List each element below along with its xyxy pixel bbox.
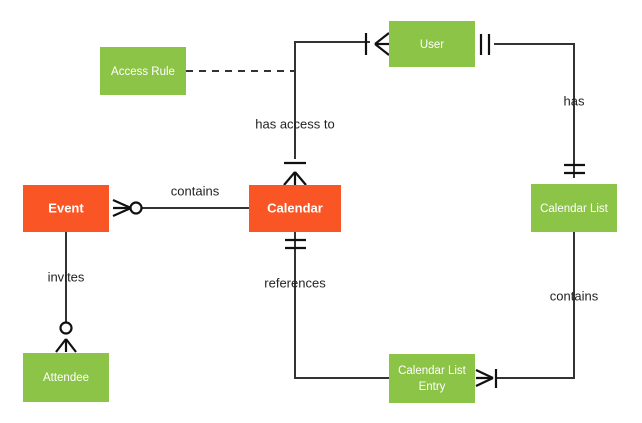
relationship-label-has-access-to: has access to xyxy=(255,116,335,131)
entity-calendar-list-label: Calendar List xyxy=(540,203,609,215)
entity-calendar-list-box[interactable] xyxy=(531,184,617,232)
entity-access-rule-label: Access Rule xyxy=(111,66,175,78)
entity-access-rule-box[interactable] xyxy=(100,47,186,95)
entity-calendar-list-entry-label-line1: Calendar List xyxy=(398,365,467,377)
notation-event-contains xyxy=(112,198,143,218)
entity-attendee-label: Attendee xyxy=(43,372,89,384)
notation-user-has xyxy=(479,34,491,55)
notation-user-has-access-to xyxy=(364,32,390,56)
entity-calendar-list[interactable]: Calendar List xyxy=(531,184,617,232)
entity-attendee-box[interactable] xyxy=(23,353,109,402)
relationship-label-contains-event-calendar: contains xyxy=(171,183,220,198)
entity-calendar-label: Calendar xyxy=(267,200,323,215)
notation-attendee-invites xyxy=(55,321,77,353)
entity-attendee[interactable]: Attendee xyxy=(23,353,109,402)
edge-contains-list-entry xyxy=(496,232,575,379)
relationship-label-contains-list-entry: contains xyxy=(550,288,599,303)
entity-user-box[interactable] xyxy=(389,21,475,67)
entity-calendar-list-entry-box[interactable] xyxy=(389,354,475,403)
entity-calendar[interactable]: Calendar xyxy=(249,185,341,232)
edge-has-access-to xyxy=(294,41,370,159)
notation-calendar-list-entry-contains xyxy=(475,369,498,388)
relationship-label-references: references xyxy=(264,275,326,290)
notation-calendar-list-has xyxy=(564,163,585,175)
relationship-label-has: has xyxy=(564,93,585,108)
entity-event-label: Event xyxy=(48,200,84,215)
entity-event[interactable]: Event xyxy=(23,185,109,232)
edge-references xyxy=(294,232,389,379)
entity-calendar-list-entry[interactable]: Calendar List Entry xyxy=(389,354,475,403)
entity-calendar-list-entry-label-line2: Entry xyxy=(419,381,446,393)
entity-user[interactable]: User xyxy=(389,21,475,67)
relationship-label-invites: invites xyxy=(48,269,85,284)
edge-has xyxy=(494,43,575,178)
entity-calendar-box[interactable] xyxy=(249,185,341,232)
entity-access-rule[interactable]: Access Rule xyxy=(100,47,186,95)
notation-calendar-references xyxy=(285,238,306,250)
notation-calendar-has-access-to xyxy=(283,161,307,186)
entity-event-box[interactable] xyxy=(23,185,109,232)
entity-user-label: User xyxy=(420,39,444,51)
